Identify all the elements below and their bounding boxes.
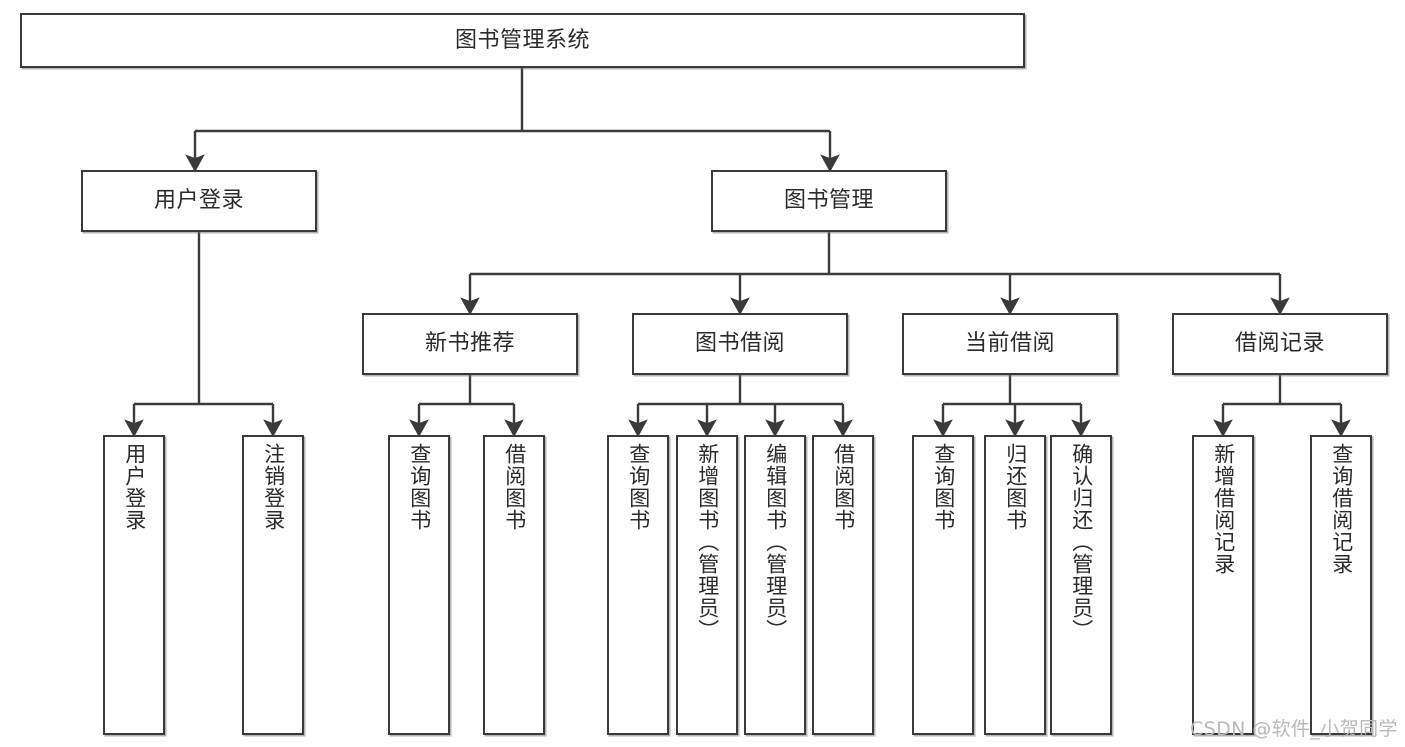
node-leaf-borrow-query[interactable]: 查询图书 (607, 435, 669, 735)
node-leaf-cur-return[interactable]: 归还图书 (984, 435, 1046, 735)
node-book-borrow[interactable]: 图书借阅 (632, 313, 848, 375)
node-borrow-record[interactable]: 借阅记录 (1172, 313, 1388, 375)
node-leaf-user-login[interactable]: 用户登录 (103, 435, 165, 735)
node-leaf-borrow-edit[interactable]: 编辑图书（管理员） (744, 435, 806, 735)
node-leaf-rec-add-label: 新增借阅记录 (1211, 443, 1236, 575)
node-leaf-user-logout[interactable]: 注销登录 (242, 435, 304, 735)
node-leaf-rec-query-label: 查询图书 (407, 443, 432, 531)
node-leaf-borrow-add-label: 新增图书（管理员） (695, 443, 720, 641)
node-leaf-user-login-label: 用户登录 (122, 443, 147, 531)
node-borrow-record-label: 借阅记录 (1234, 331, 1325, 357)
node-leaf-borrow-edit-label: 编辑图书（管理员） (763, 443, 788, 641)
node-leaf-user-logout-label: 注销登录 (261, 443, 286, 531)
node-book-manage-label: 图书管理 (783, 188, 874, 214)
node-leaf-rec-query2[interactable]: 查询借阅记录 (1310, 435, 1372, 735)
node-leaf-borrow-query-label: 查询图书 (626, 443, 651, 531)
node-new-book-rec-label: 新书推荐 (424, 331, 515, 357)
node-leaf-rec-borrow-label: 借阅图书 (502, 443, 527, 531)
node-leaf-cur-return-label: 归还图书 (1003, 443, 1028, 531)
node-leaf-rec-add[interactable]: 新增借阅记录 (1192, 435, 1254, 735)
node-leaf-borrow-lend-label: 借阅图书 (831, 443, 856, 531)
node-book-manage[interactable]: 图书管理 (711, 170, 947, 232)
node-leaf-rec-query[interactable]: 查询图书 (388, 435, 450, 735)
node-leaf-rec-query2-label: 查询借阅记录 (1329, 443, 1354, 575)
node-leaf-cur-confirm[interactable]: 确认归还（管理员） (1050, 435, 1112, 735)
node-user-login[interactable]: 用户登录 (81, 170, 317, 232)
node-root-label: 图书管理系统 (454, 27, 590, 53)
node-leaf-cur-confirm-label: 确认归还（管理员） (1069, 443, 1094, 641)
node-root[interactable]: 图书管理系统 (20, 13, 1025, 68)
node-leaf-borrow-add[interactable]: 新增图书（管理员） (676, 435, 738, 735)
node-leaf-rec-borrow[interactable]: 借阅图书 (483, 435, 545, 735)
node-book-borrow-label: 图书借阅 (694, 331, 785, 357)
node-leaf-cur-query[interactable]: 查询图书 (912, 435, 974, 735)
node-current-borrow[interactable]: 当前借阅 (902, 313, 1118, 375)
node-leaf-borrow-lend[interactable]: 借阅图书 (812, 435, 874, 735)
node-new-book-rec[interactable]: 新书推荐 (362, 313, 578, 375)
node-user-login-label: 用户登录 (153, 188, 244, 214)
node-current-borrow-label: 当前借阅 (964, 331, 1055, 357)
node-leaf-cur-query-label: 查询图书 (931, 443, 956, 531)
